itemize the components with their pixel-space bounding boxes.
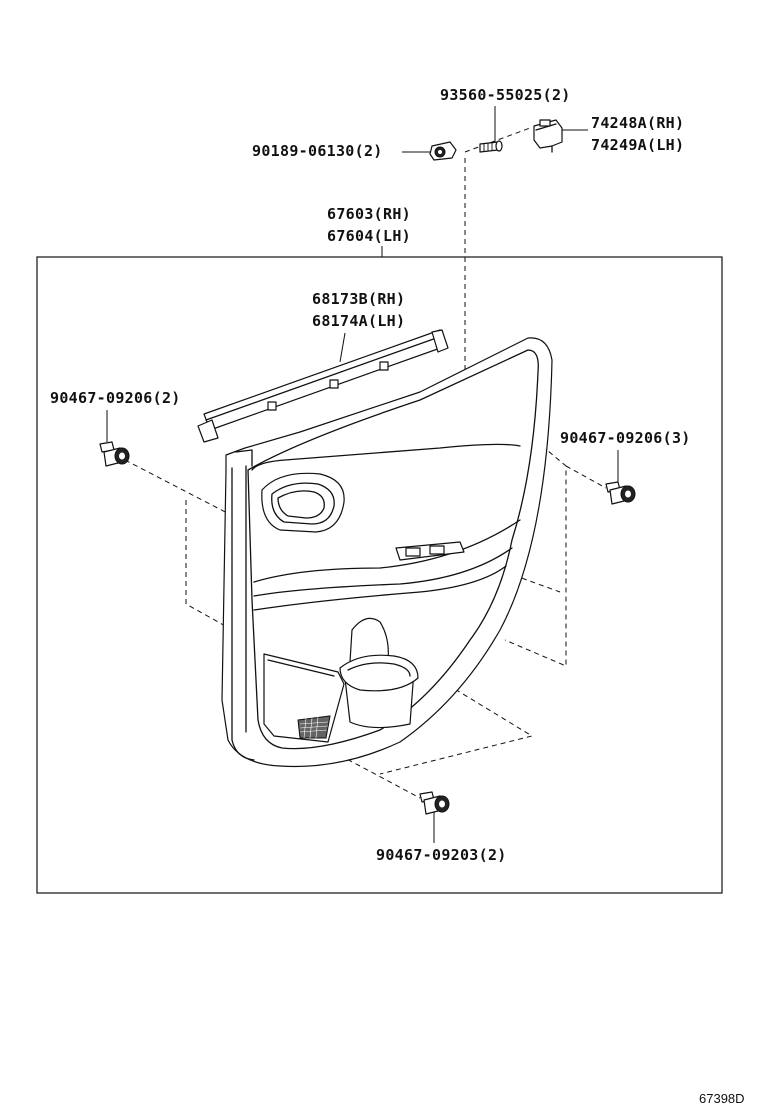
leader-lines — [106, 106, 619, 843]
label-weatherstrip-lh: 68174A(LH) — [312, 312, 406, 330]
clip-bottom — [419, 791, 450, 815]
figure-id: 67398D — [699, 1091, 745, 1106]
clip-left — [99, 441, 130, 467]
nut-part — [429, 141, 457, 161]
switch-base-part — [533, 119, 563, 153]
weatherstrip-part — [197, 329, 449, 443]
label-switch-base-rh: 74248A(RH) — [591, 114, 685, 132]
clip-right — [605, 481, 636, 505]
screw-part — [479, 140, 503, 153]
label-clip-bottom: 90467-09203(2) — [376, 846, 507, 864]
assembly-frame — [36, 256, 723, 894]
label-nut-90189: 90189-06130(2) — [252, 142, 383, 160]
label-board-lh: 67604(LH) — [327, 227, 411, 245]
label-weatherstrip-rh: 68173B(RH) — [312, 290, 406, 308]
label-screw-93560: 93560-55025(2) — [440, 86, 571, 104]
label-board-rh: 67603(RH) — [327, 205, 411, 223]
door-trim-board — [221, 337, 553, 768]
label-switch-base-lh: 74249A(LH) — [591, 136, 685, 154]
label-clip-left: 90467-09206(2) — [50, 389, 181, 407]
label-clip-right: 90467-09206(3) — [560, 429, 691, 447]
